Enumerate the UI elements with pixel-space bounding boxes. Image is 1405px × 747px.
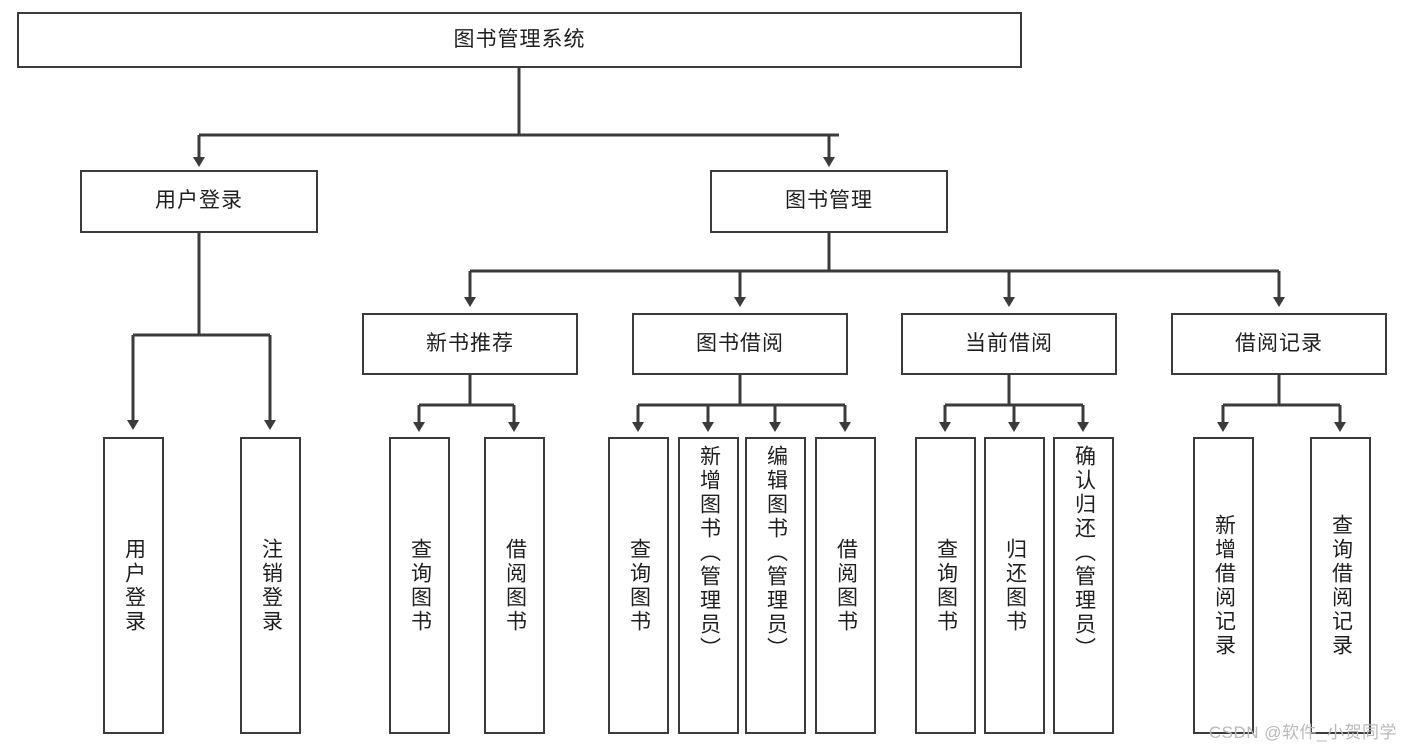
node-user-login[interactable]: 用户登录 <box>80 170 318 233</box>
node-leaf-user-login[interactable]: 用户登录 <box>103 437 164 734</box>
node-leaf-query-borrow-record-label: 查询借阅记录 <box>1329 513 1353 658</box>
node-book-borrow[interactable]: 图书借阅 <box>632 313 848 375</box>
node-borrow-record-label: 借阅记录 <box>1235 331 1323 355</box>
node-leaf-user-logout-label: 注销登录 <box>259 537 283 634</box>
node-current-borrow[interactable]: 当前借阅 <box>901 313 1117 375</box>
node-root-label: 图书管理系统 <box>453 27 586 51</box>
node-leaf-return-book-label: 归还图书 <box>1003 537 1027 634</box>
node-current-borrow-label: 当前借阅 <box>965 331 1053 355</box>
node-leaf-borrow-book-2-label: 借阅图书 <box>834 537 858 634</box>
node-leaf-borrow-book-1[interactable]: 借阅图书 <box>484 437 545 734</box>
node-leaf-confirm-return-admin[interactable]: 确认归还（管理员） <box>1053 437 1114 734</box>
node-leaf-add-book-admin[interactable]: 新增图书（管理员） <box>678 437 739 734</box>
node-leaf-borrow-book-1-label: 借阅图书 <box>503 537 527 634</box>
node-new-book-recommend[interactable]: 新书推荐 <box>362 313 578 375</box>
node-leaf-confirm-return-admin-label: 确认归还（管理员） <box>1072 445 1096 661</box>
node-leaf-add-borrow-record[interactable]: 新增借阅记录 <box>1193 437 1254 734</box>
node-leaf-query-book-1-label: 查询图书 <box>408 537 432 634</box>
node-leaf-query-book-2[interactable]: 查询图书 <box>608 437 669 734</box>
node-leaf-return-book[interactable]: 归还图书 <box>984 437 1045 734</box>
node-leaf-user-logout[interactable]: 注销登录 <box>240 437 301 734</box>
node-new-book-recommend-label: 新书推荐 <box>426 331 514 355</box>
node-book-manage-label: 图书管理 <box>785 189 873 213</box>
node-book-borrow-label: 图书借阅 <box>696 331 784 355</box>
node-book-manage[interactable]: 图书管理 <box>710 170 948 233</box>
node-leaf-borrow-book-2[interactable]: 借阅图书 <box>815 437 876 734</box>
node-leaf-query-book-3[interactable]: 查询图书 <box>915 437 976 734</box>
node-leaf-edit-book-admin-label: 编辑图书（管理员） <box>764 445 788 661</box>
node-leaf-query-book-1[interactable]: 查询图书 <box>389 437 450 734</box>
node-leaf-query-book-2-label: 查询图书 <box>627 537 651 634</box>
node-leaf-add-book-admin-label: 新增图书（管理员） <box>697 445 721 661</box>
node-leaf-add-borrow-record-label: 新增借阅记录 <box>1212 513 1236 658</box>
node-leaf-user-login-label: 用户登录 <box>122 537 146 634</box>
csdn-watermark: CSDN @软件_小贺同学 <box>1208 723 1397 742</box>
node-user-login-label: 用户登录 <box>155 189 243 213</box>
node-root[interactable]: 图书管理系统 <box>17 12 1022 68</box>
node-leaf-edit-book-admin[interactable]: 编辑图书（管理员） <box>745 437 806 734</box>
node-leaf-query-borrow-record[interactable]: 查询借阅记录 <box>1310 437 1371 734</box>
node-borrow-record[interactable]: 借阅记录 <box>1171 313 1387 375</box>
node-leaf-query-book-3-label: 查询图书 <box>934 537 958 634</box>
